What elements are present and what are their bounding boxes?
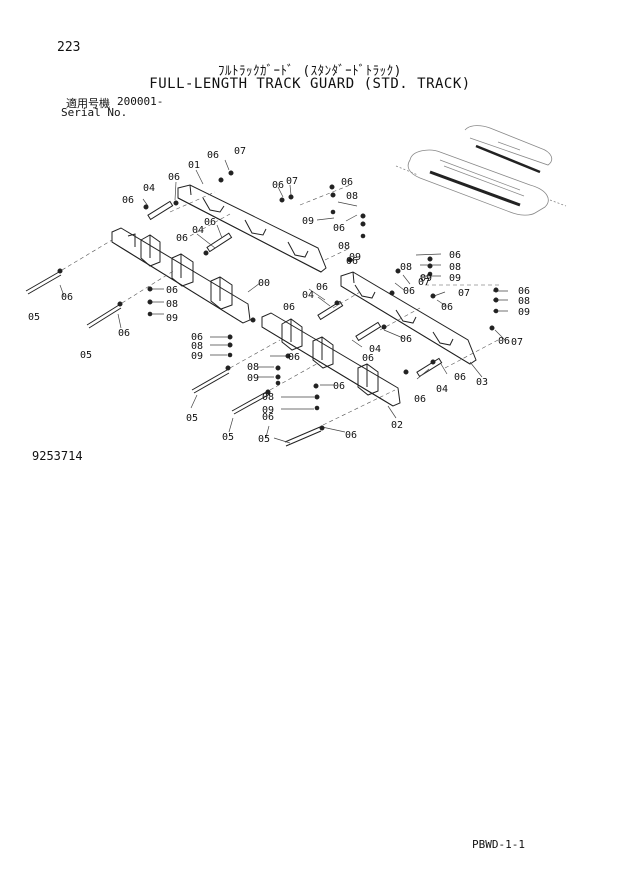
callout-09: 09 [518,307,530,318]
callout-05: 05 [28,312,40,323]
footer-code: PBWD-1-1 [472,838,525,851]
callout-06: 06 [441,302,453,313]
callout-09: 09 [420,273,432,284]
callout-08: 08 [247,362,259,373]
callout-06: 06 [333,223,345,234]
callout-06: 06 [414,394,426,405]
drawing-number: 9253714 [32,449,83,463]
callout-07: 07 [458,288,470,299]
callout-08: 08 [262,392,274,403]
callout-06: 06 [341,177,353,188]
page-number: 223 [57,40,81,55]
callout-05: 05 [222,432,234,443]
callout-04: 04 [369,344,381,355]
callout-06: 06 [362,353,374,364]
callout-06: 06 [283,302,295,313]
callout-08: 08 [518,296,530,307]
callout-06: 06 [346,256,358,267]
callout-04: 04 [192,225,204,236]
callout-06: 06 [272,180,284,191]
callout-02: 02 [391,420,403,431]
callout-06: 06 [518,286,530,297]
callout-06: 06 [498,336,510,347]
track-guard-02 [261,312,401,407]
callout-08: 08 [449,262,461,273]
title-japanese: ﾌﾙﾄﾗｯｸｶﾞｰﾄﾞ (ｽﾀﾝﾀﾞｰﾄﾞﾄﾗｯｸ) [218,64,402,79]
callout-09: 09 [247,373,259,384]
callout-07: 07 [234,146,246,157]
callout-08: 08 [191,341,203,352]
callout-06: 06 [403,286,415,297]
callout-08: 08 [400,262,412,273]
callout-06: 06 [449,250,461,261]
callout-06: 06 [168,172,180,183]
callout-00: 00 [258,278,270,289]
callout-08: 08 [338,241,350,252]
callout-04: 04 [302,290,314,301]
callout-09: 09 [449,273,461,284]
callout-06: 06 [207,150,219,161]
callout-06: 06 [454,372,466,383]
callout-06: 06 [176,233,188,244]
assembly-lines [61,184,500,426]
callout-03: 03 [476,377,488,388]
callout-01: 01 [188,160,200,171]
callout-06: 06 [333,381,345,392]
long-bolts-05 [25,271,322,447]
callout-06: 06 [191,332,203,343]
callout-06: 06 [166,285,178,296]
callout-06: 06 [345,430,357,441]
fasteners [57,170,499,431]
track-guard-00 [111,227,251,324]
title-english: FULL-LENGTH TRACK GUARD (STD. TRACK) [149,76,471,92]
callout-08: 08 [166,299,178,310]
callout-05: 05 [80,350,92,361]
callout-06: 06 [122,195,134,206]
serial-label-japanese: 適用号機 [66,97,110,110]
callout-06: 06 [118,328,130,339]
callout-09: 09 [166,313,178,324]
serial-label-english: Serial No. [61,106,128,119]
callout-06: 06 [288,352,300,363]
callout-09: 09 [302,216,314,227]
track-guard-01 [177,184,327,273]
callout-07: 07 [511,337,523,348]
callout-05: 05 [258,434,270,445]
callout-08: 08 [346,191,358,202]
callout-06: 06 [61,292,73,303]
callout-09: 09 [191,351,203,362]
callout-06: 06 [400,334,412,345]
callout-05: 05 [186,413,198,424]
callout-07: 07 [418,277,430,288]
callout-06: 06 [204,217,216,228]
callout-09: 09 [349,252,361,263]
callout-09: 09 [262,405,274,416]
callout-04: 04 [436,384,448,395]
callout-06: 06 [262,412,274,423]
callout-04: 04 [143,183,155,194]
track-guard-03 [340,271,477,365]
pins-04 [147,200,443,378]
track-location-sketch [395,125,567,216]
callout-07: 07 [286,176,298,187]
callout-06: 06 [316,282,328,293]
serial-value: 200001- [117,95,164,108]
